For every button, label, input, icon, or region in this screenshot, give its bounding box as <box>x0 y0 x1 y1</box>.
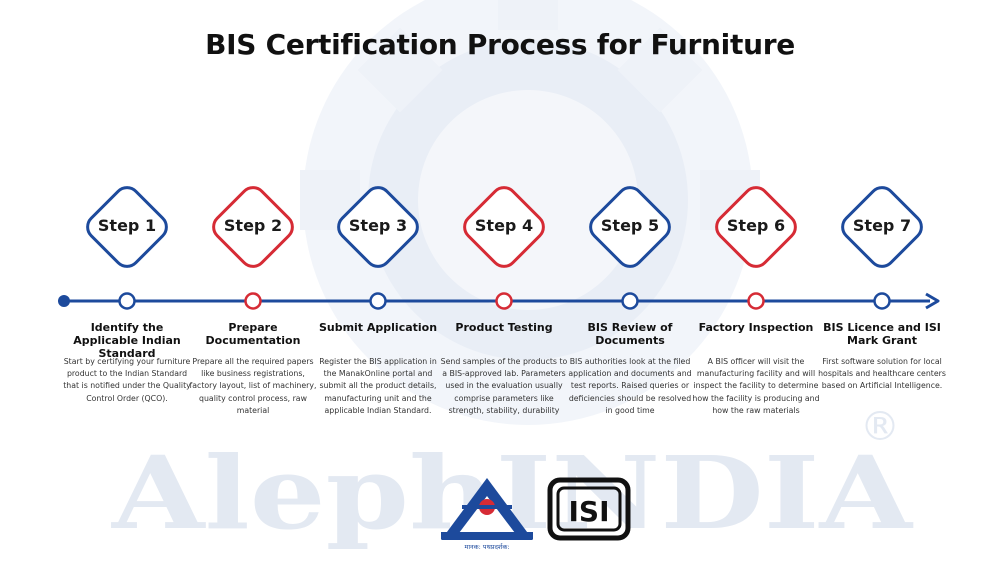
step-description-2: Prepare all the required papers like bus… <box>189 357 317 415</box>
step-description-5: BIS authorities look at the filed applic… <box>568 357 692 415</box>
registered-mark: ® <box>860 404 900 450</box>
step-heading-1: Identify the Applicable Indian Standard <box>73 321 181 360</box>
step-heading-5: BIS Review of Documents <box>587 321 673 347</box>
timeline-dot-4 <box>495 292 513 310</box>
isi-mark-icon: ISI <box>547 477 631 541</box>
step-heading-2: Prepare Documentation <box>205 321 301 347</box>
timeline-dot-2 <box>244 292 262 310</box>
timeline-dot-1 <box>118 292 136 310</box>
step-heading-6: Factory Inspection <box>698 321 814 334</box>
timeline-dot-5 <box>621 292 639 310</box>
step-description-1: Start by certifying your furniture produ… <box>63 357 191 403</box>
timeline-dot-6 <box>747 292 765 310</box>
bis-logo-text: मानक: पथप्रदर्शक: <box>464 543 509 551</box>
timeline-dot-3 <box>369 292 387 310</box>
step-label-1: Step 1 <box>97 216 157 235</box>
step-label-3: Step 3 <box>348 216 408 235</box>
bis-logo-icon: मानक: पथप्रदर्शक: <box>441 478 533 551</box>
step-description-3: Register the BIS application in the Mana… <box>319 357 437 415</box>
step-heading-3: Submit Application <box>318 321 438 334</box>
isi-mark-text: ISI <box>568 495 609 528</box>
arrow-head-icon <box>925 292 940 310</box>
timeline-dot-7 <box>873 292 891 310</box>
step-label-4: Step 4 <box>474 216 534 235</box>
step-label-7: Step 7 <box>852 216 912 235</box>
step-label-5: Step 5 <box>600 216 660 235</box>
step-label-2: Step 2 <box>223 216 283 235</box>
step-heading-7: BIS Licence and ISI Mark Grant <box>823 321 941 347</box>
step-description-7: First software solution for local hospit… <box>818 357 946 391</box>
step-label-6: Step 6 <box>726 216 786 235</box>
page-title: BIS Certification Process for Furniture <box>205 28 795 61</box>
step-description-4: Send samples of the products to a BIS-ap… <box>440 357 568 415</box>
timeline-start-dot <box>58 295 70 307</box>
step-heading-4: Product Testing <box>455 321 553 334</box>
step-description-6: A BIS officer will visit the manufacturi… <box>692 357 820 415</box>
